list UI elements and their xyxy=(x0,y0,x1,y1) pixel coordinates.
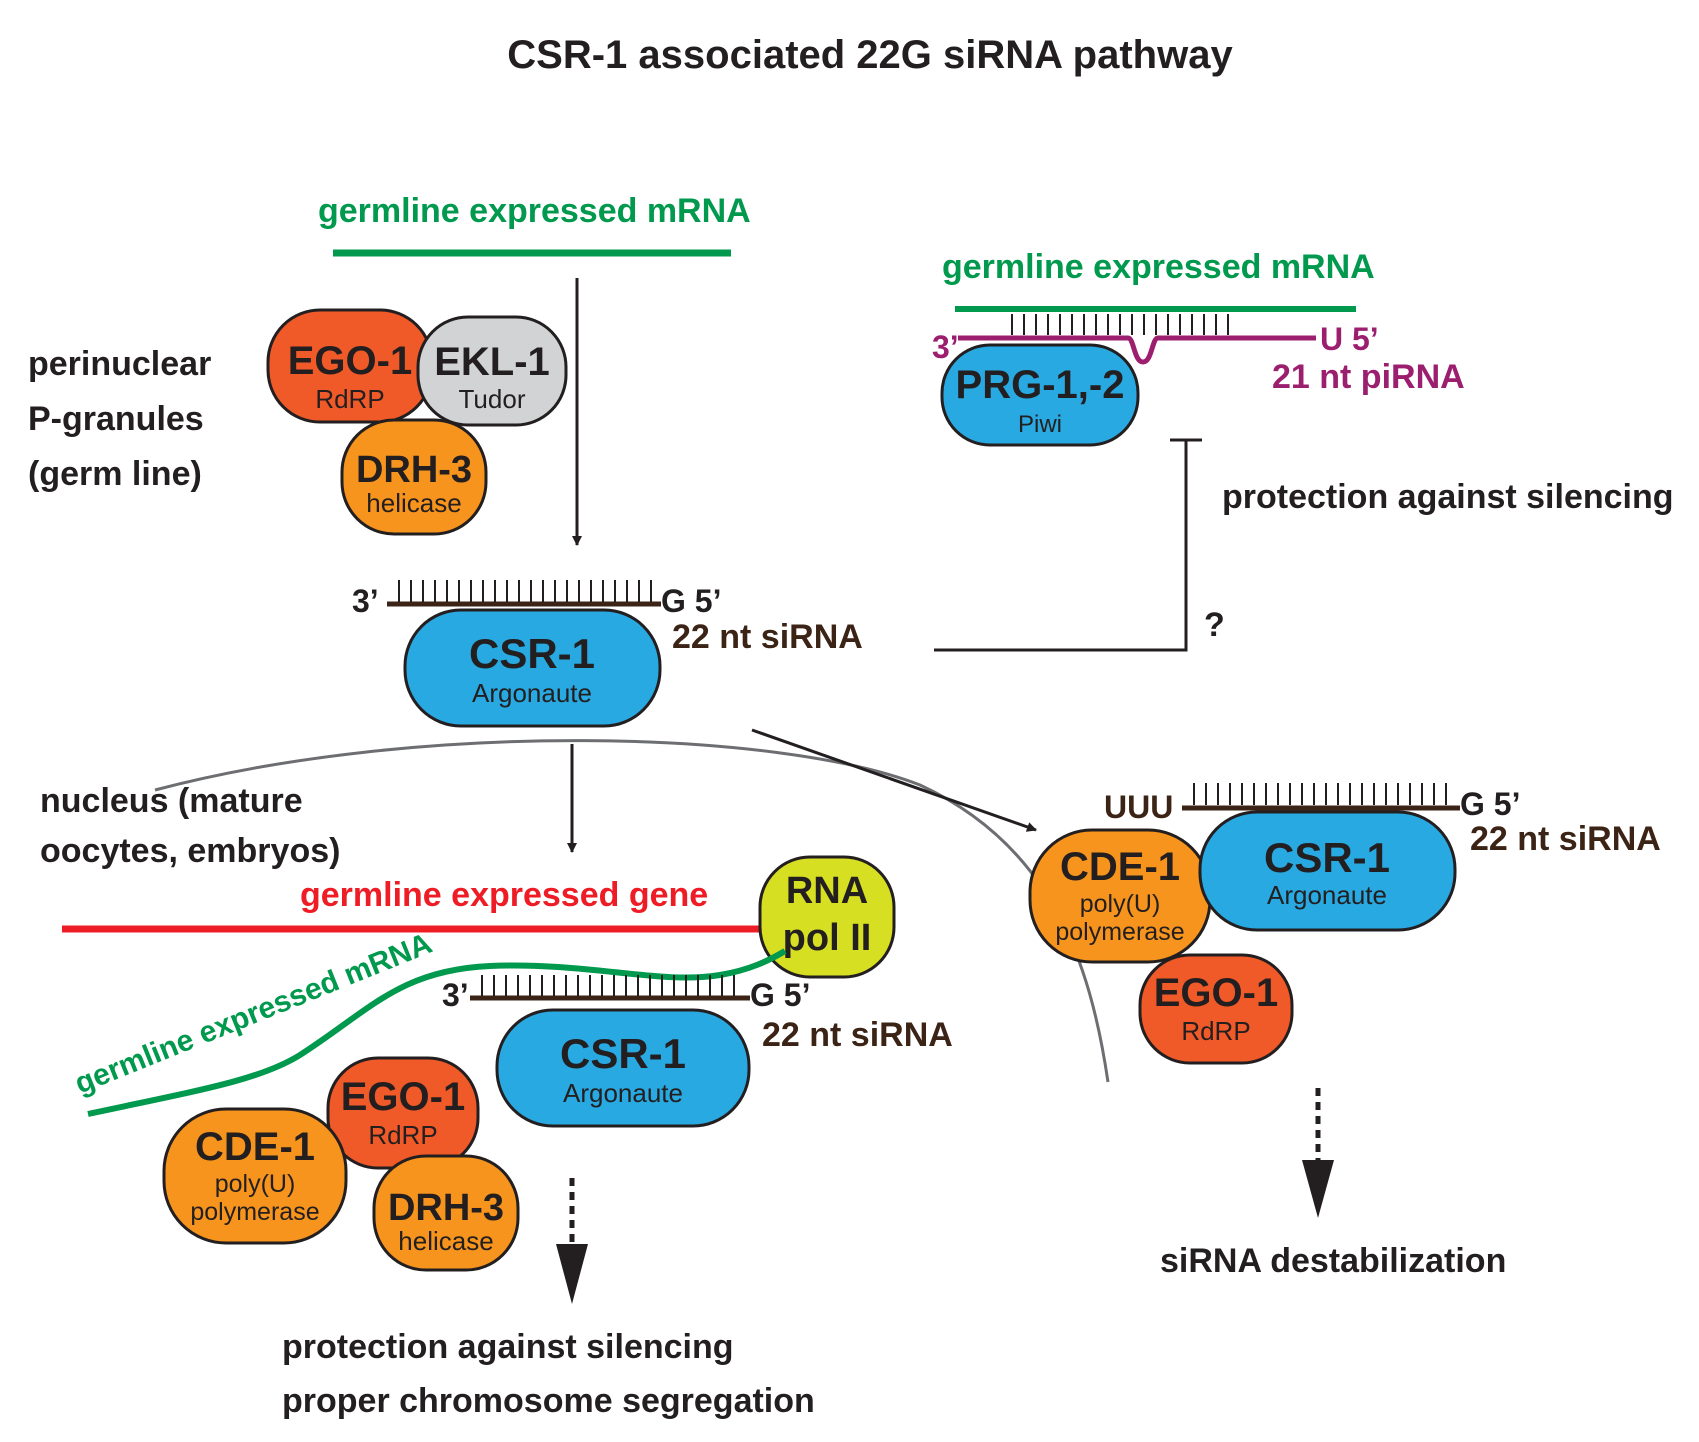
perinuclear-label-line2: P-granules xyxy=(28,400,204,438)
svg-text:EKL-1: EKL-1 xyxy=(434,340,550,384)
diagram-title: CSR-1 associated 22G siRNA pathway xyxy=(507,33,1233,77)
sirna-label-right: 22 nt siRNA xyxy=(1470,820,1661,858)
drh3-protein-top: DRH-3 helicase xyxy=(340,418,488,536)
pirna-label: 21 nt piRNA xyxy=(1272,358,1465,396)
svg-text:CSR-1: CSR-1 xyxy=(560,1030,686,1077)
svg-text:helicase: helicase xyxy=(398,1226,493,1256)
ekl1-protein: EKL-1 Tudor xyxy=(416,315,568,427)
u5-prime-end-pirna: U 5’ xyxy=(1320,321,1379,357)
sirna-duplex-top xyxy=(387,580,661,607)
csr1-protein-nuclear: CSR-1 Argonaute xyxy=(495,1008,751,1128)
svg-text:CSR-1: CSR-1 xyxy=(469,630,595,677)
gene-label: germline expressed gene xyxy=(300,876,708,914)
svg-text:poly(U): poly(U) xyxy=(215,1170,296,1198)
svg-text:Argonaute: Argonaute xyxy=(563,1078,683,1108)
sirna-label-top: 22 nt siRNA xyxy=(672,618,863,656)
svg-text:Argonaute: Argonaute xyxy=(1267,880,1387,910)
segregation-label: proper chromosome segregation xyxy=(282,1382,815,1420)
svg-text:CDE-1: CDE-1 xyxy=(1060,845,1180,889)
svg-text:polymerase: polymerase xyxy=(190,1198,319,1226)
svg-text:pol II: pol II xyxy=(783,917,872,959)
uuu-tail: UUU xyxy=(1104,789,1173,825)
protection-label-bottom: protection against silencing xyxy=(282,1328,734,1366)
prg-protein: PRG-1,-2 Piwi xyxy=(940,343,1140,447)
g5-prime-end-nuclear: G 5’ xyxy=(750,977,810,1013)
svg-text:RNA: RNA xyxy=(786,870,868,912)
mrna-strand-nuclear xyxy=(87,948,787,1117)
svg-text:CDE-1: CDE-1 xyxy=(195,1125,315,1169)
protection-label-top: protection against silencing xyxy=(1222,478,1674,516)
drh3-protein-nuclear: DRH-3 helicase xyxy=(372,1154,520,1272)
nucleus-region-label: nucleus (mature oocytes, embryos) xyxy=(40,782,340,870)
inhibition-connector xyxy=(934,440,1188,652)
perinuclear-label-line3: (germ line) xyxy=(28,455,202,493)
svg-text:polymerase: polymerase xyxy=(1055,918,1184,946)
sirna-duplex-nuclear xyxy=(470,975,750,1001)
dashed-arrow-protection-head xyxy=(556,1244,588,1304)
mrna-label-right: germline expressed mRNA xyxy=(942,248,1375,286)
svg-text:EGO-1: EGO-1 xyxy=(341,1075,465,1119)
svg-text:helicase: helicase xyxy=(366,488,461,518)
pirna-duplex xyxy=(958,314,1316,365)
svg-text:RdRP: RdRP xyxy=(315,384,384,414)
cde1-protein-nuclear: CDE-1 poly(U) polymerase xyxy=(162,1107,348,1245)
svg-text:RdRP: RdRP xyxy=(368,1120,437,1150)
svg-text:CSR-1: CSR-1 xyxy=(1264,834,1390,881)
g5-prime-end-right: G 5’ xyxy=(1460,786,1520,822)
perinuclear-region-label: perinuclear P-granules (germ line) xyxy=(28,345,211,493)
svg-text:Piwi: Piwi xyxy=(1018,411,1062,438)
sirna-label-nuclear: 22 nt siRNA xyxy=(762,1016,953,1054)
svg-text:EGO-1: EGO-1 xyxy=(1154,971,1278,1015)
svg-text:DRH-3: DRH-3 xyxy=(356,449,472,491)
three-prime-end-nuclear: 3’ xyxy=(442,977,469,1013)
svg-text:poly(U): poly(U) xyxy=(1080,890,1161,918)
three-prime-end-top: 3’ xyxy=(352,583,379,619)
cde1-protein-right: CDE-1 poly(U) polymerase xyxy=(1028,828,1212,964)
nucleus-label-line1: nucleus (mature xyxy=(40,782,303,820)
destabilization-label: siRNA destabilization xyxy=(1160,1242,1506,1280)
g5-prime-end-top: G 5’ xyxy=(661,583,721,619)
svg-text:RdRP: RdRP xyxy=(1181,1016,1250,1046)
sirna-duplex-right xyxy=(1182,783,1460,811)
csr1-protein-top: CSR-1 Argonaute xyxy=(403,608,662,728)
ego1-protein-right: EGO-1 RdRP xyxy=(1138,953,1294,1065)
svg-text:EGO-1: EGO-1 xyxy=(288,339,412,383)
rna-pol-ii: RNA pol II xyxy=(758,855,896,979)
perinuclear-label-line1: perinuclear xyxy=(28,345,211,383)
ego1-protein-nuclear: EGO-1 RdRP xyxy=(326,1056,480,1170)
mrna-label-top: germline expressed mRNA xyxy=(318,192,751,230)
svg-text:Argonaute: Argonaute xyxy=(472,678,592,708)
nucleus-label-line2: oocytes, embryos) xyxy=(40,832,340,870)
question-mark: ? xyxy=(1204,606,1225,644)
arrow-csr1-to-cde1 xyxy=(751,728,1037,832)
csr1-protein-right: CSR-1 Argonaute xyxy=(1198,810,1457,932)
ego1-protein-top: EGO-1 RdRP xyxy=(266,308,434,424)
svg-text:PRG-1,-2: PRG-1,-2 xyxy=(956,363,1125,407)
svg-text:DRH-3: DRH-3 xyxy=(388,1187,504,1229)
svg-text:Tudor: Tudor xyxy=(459,384,526,414)
dashed-arrow-destabilization-head xyxy=(1302,1160,1334,1218)
